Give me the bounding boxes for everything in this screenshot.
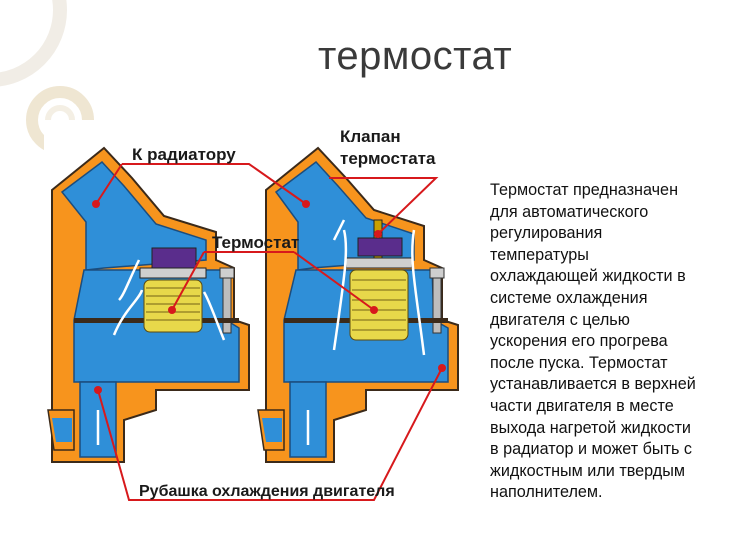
label-valve-line2: термостата [340,149,436,168]
left-pipe-coolant [60,160,207,271]
description-line: охлаждающей жидкости в [490,267,686,286]
description-line: двигателя с целью [490,310,630,329]
right-bolt [429,267,445,334]
left-thermostat-unit [51,146,250,463]
description-line: Термостат предназначен [490,181,679,199]
label-valve-line1: Клапан [340,127,401,146]
description-line: температуры [490,245,589,264]
description-line: ускорения его прогрева [490,332,668,351]
label-cooling-jacket: Рубашка охлаждения двигателя [139,483,395,500]
label-to-radiator: К радиатору [132,145,236,164]
description-text: Термостат предназначен для автоматическо… [490,180,740,504]
right-core [349,269,409,341]
description-line: выхода нагретой жидкости [490,418,691,437]
page-title: термостат [318,34,513,78]
thermostat-diagram: К радиатору Клапан термостата Термостат … [44,120,474,515]
left-valve-cap [151,247,197,269]
pointer-lines [95,163,443,501]
label-thermostat: Термостат [212,233,299,252]
left-bolt [219,267,235,334]
description-line: в радиатор и может быть с [490,440,693,459]
description-line: регулирования [490,224,603,243]
right-thermostat-unit [265,146,459,463]
description-line: для автоматического [490,202,649,221]
description-line: жидкостным или твердым [490,461,685,480]
description-line: после пуска. Термостат [490,353,668,372]
description-line: наполнителем. [490,483,603,502]
description-line: части двигателя в месте [490,396,674,415]
description-line: устанавливается в верхней [490,375,696,394]
right-valve-cap [357,237,403,257]
description-line: системе охлаждения [490,288,648,307]
left-core [143,279,203,333]
